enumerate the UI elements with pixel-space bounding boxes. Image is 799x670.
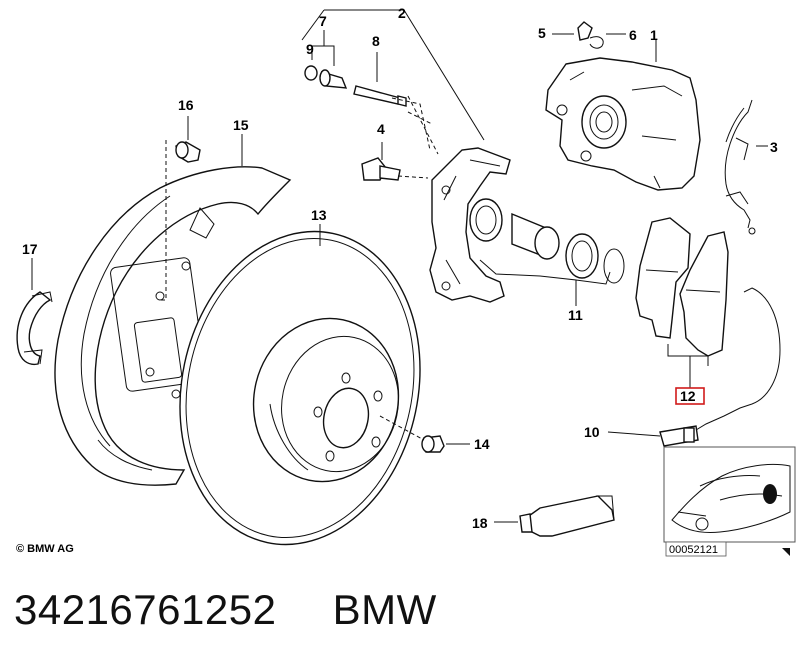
parts-diagram: 00052121 (16, 5, 796, 557)
bleeder-parts (577, 21, 604, 49)
callout-5: 5 (538, 25, 546, 41)
callout-17: 17 (22, 241, 38, 257)
dust-shield (54, 166, 292, 486)
callout-4: 4 (377, 121, 385, 137)
callout-11: 11 (568, 307, 583, 323)
brake-caliper (545, 57, 701, 191)
part-number: 34216761252 (14, 586, 277, 633)
brake-pads (635, 217, 729, 357)
piston-kit (469, 198, 625, 284)
vehicle-inset: 00052121 (663, 446, 796, 557)
brake-disc (179, 230, 421, 546)
callout-labels: 1 2 3 4 5 6 7 8 9 10 11 12 13 14 15 16 1… (22, 5, 778, 531)
callout-1: 1 (650, 27, 658, 43)
callout-2: 2 (398, 5, 406, 21)
callout-18: 18 (472, 515, 488, 531)
parking-brake-shoe (16, 291, 53, 366)
callout-7: 7 (319, 13, 327, 29)
callout-6: 6 (629, 27, 637, 43)
guide-parts (304, 65, 407, 107)
inset-code: 00052121 (669, 544, 718, 556)
highlight-box (675, 387, 705, 405)
callout-13: 13 (311, 207, 327, 223)
bolt-4 (361, 157, 401, 181)
callout-9: 9 (306, 41, 314, 57)
anti-rattle-spring (724, 99, 756, 235)
callout-8: 8 (372, 33, 380, 49)
wear-sensor (659, 287, 781, 447)
screw-14 (421, 435, 445, 453)
brand-name: BMW (332, 586, 437, 633)
callout-15: 15 (233, 117, 249, 133)
copyright-text: © BMW AG (16, 543, 74, 555)
grease-tube (519, 495, 615, 537)
callout-10: 10 (584, 424, 600, 440)
callout-14: 14 (474, 436, 490, 452)
leader-lines (31, 9, 768, 523)
part-caption: 34216761252 BMW (14, 586, 437, 634)
caliper-carrier (429, 147, 511, 303)
callout-12: 12 (680, 388, 696, 404)
callout-3: 3 (770, 139, 778, 155)
callout-16: 16 (178, 97, 194, 113)
bolt-16 (175, 141, 201, 163)
